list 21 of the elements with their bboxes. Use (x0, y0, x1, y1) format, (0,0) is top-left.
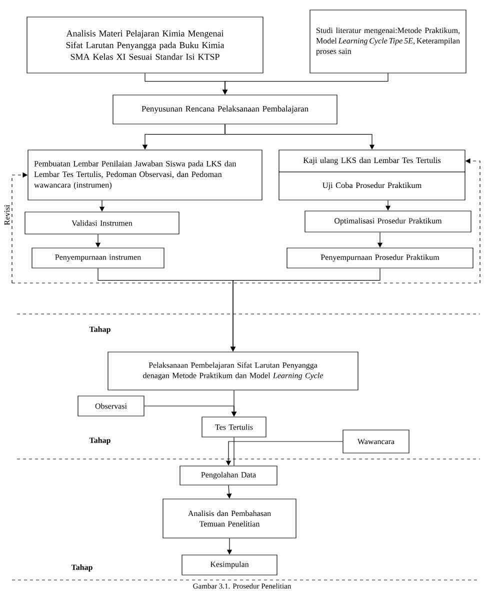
process-box: Pelaksanaan Pembelajaran Sifat Larutan Penyangga denagan Metode Praktikum dan Model Learning Cycle (108, 352, 358, 390)
process-box: Observasi (78, 396, 144, 416)
process-box: Uji Coba Prosedur Praktikum (278, 172, 466, 200)
side-label: Revisi (4, 204, 10, 225)
process-box: Analisis dan Pembahasan Temuan Penelitian (162, 498, 296, 538)
process-box: Kaji ulang LKS dan Lembar Tes Tertulis (278, 150, 466, 172)
stage-label: Tahap (89, 437, 110, 445)
process-box: Penyempurnaan Prosedur Praktikum (286, 248, 474, 268)
stage-label: Tahap (71, 564, 92, 572)
stage-label: Tahap (89, 326, 110, 334)
process-box: Optimalisasi Prosedur Praktikum (304, 210, 472, 232)
process-box: Pembuatan Lembar Penilaian Jawaban Siswa pada LKS dan Lembar Tes Tertulis, Pedoman Observasi, dan Pedoman wawancara (instrumen) (28, 150, 262, 200)
process-box: Analisis Materi Pelajaran Kimia Mengenai Sifat Larutan Penyangga pada Buku Kimia SMA Kelas XI Sesuai Standar Isi KTSP (26, 16, 264, 74)
process-box: Validasi Instrumen (24, 212, 180, 234)
process-box: Kesimpulan (182, 554, 278, 576)
process-box: Studi literatur mengenai:Metode Praktikum, Model Learning Cycle Tipe 5E, Keterampilan proses sain (310, 10, 466, 74)
process-box: Tes Tertulis (202, 416, 266, 438)
process-box: Wawancara (342, 430, 410, 454)
process-box: Penyempurnaan instrumen (32, 248, 164, 268)
process-box: Pengolahan Data (180, 466, 278, 486)
process-box: Penyusunan Rencana Pelaksanaan Pembalajaran (112, 94, 338, 124)
